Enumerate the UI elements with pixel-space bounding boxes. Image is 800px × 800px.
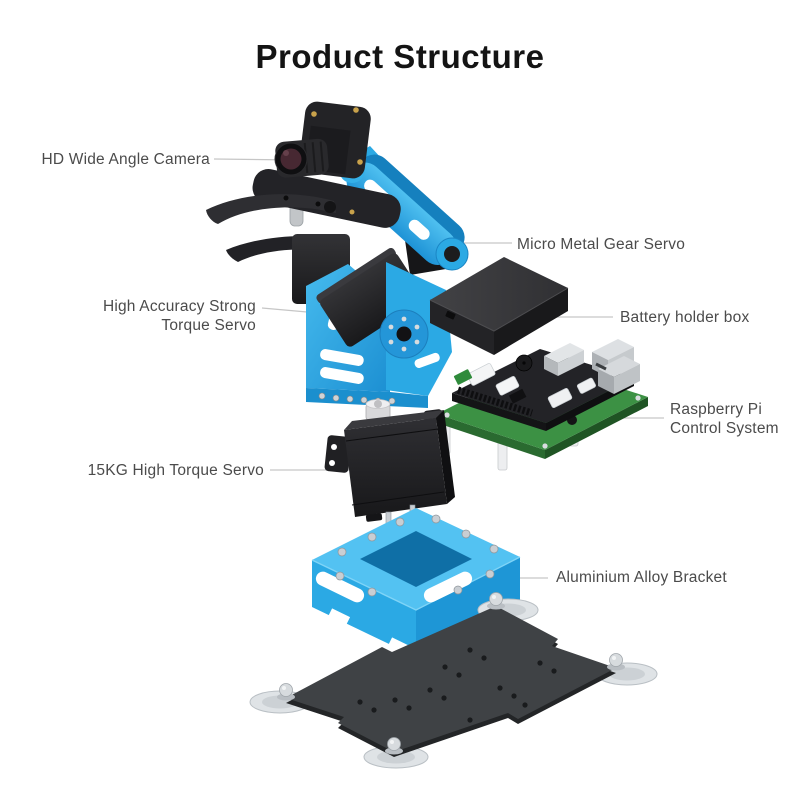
base-plate-top — [286, 606, 616, 752]
suction-cup — [363, 745, 429, 769]
servo-15kg — [324, 399, 455, 522]
robot-arm-assembly — [206, 101, 469, 408]
label-torque-servo: High Accuracy Strong Torque Servo — [102, 298, 256, 334]
battery-holder-box — [429, 257, 569, 355]
label-raspberry-pi: Raspberry Pi Control System — [670, 401, 779, 437]
label-battery-box: Battery holder box — [620, 309, 750, 326]
page-title: Product Structure — [255, 38, 545, 75]
bracket-top-hole — [360, 531, 472, 587]
usb-ports — [544, 339, 640, 394]
label-micro-servo: Micro Metal Gear Servo — [517, 236, 686, 253]
suction-cup-screws — [277, 592, 625, 755]
arm-base-bracket-right — [379, 262, 452, 396]
label-hd-camera: HD Wide Angle Camera — [41, 151, 210, 168]
label-servo-15kg: 15KG High Torque Servo — [87, 462, 264, 479]
base-plate — [249, 592, 658, 769]
label-alu-bracket: Aluminium Alloy Bracket — [556, 569, 727, 586]
camera-module — [274, 101, 371, 179]
raspberry-pi-board — [437, 339, 648, 471]
micro-metal-gear-servo — [435, 237, 469, 271]
